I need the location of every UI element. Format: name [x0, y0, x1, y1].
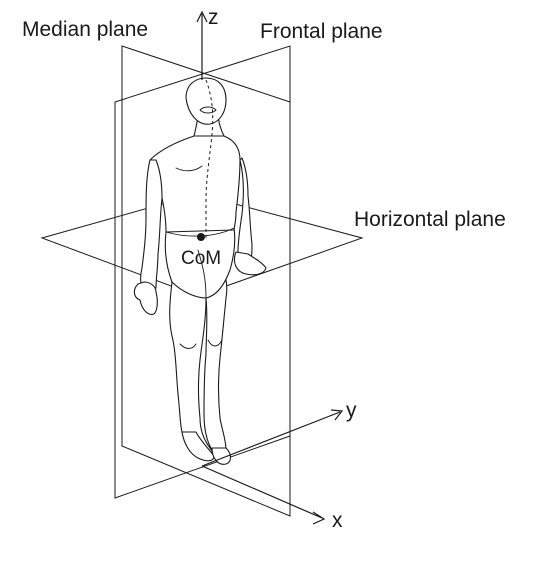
median-plane-shape [121, 45, 291, 517]
right-hand [233, 251, 267, 276]
head [185, 77, 227, 125]
x-axis-arrowhead [312, 511, 326, 525]
horizontal-plane-label: Horizontal plane [354, 208, 506, 231]
left-arm [139, 159, 163, 289]
left-hand [133, 281, 158, 315]
y-axis-line [201, 411, 341, 467]
knee-detail-left [179, 343, 197, 349]
median-plane-label: Median plane [22, 18, 148, 41]
y-axis-arrowhead [330, 409, 344, 421]
com-marker [197, 233, 205, 241]
frontal-plane-label: Frontal plane [260, 20, 383, 43]
com-label: CoM [181, 248, 221, 269]
z-axis-label: z [208, 6, 219, 29]
human-figure [133, 77, 267, 465]
left-foot [181, 431, 215, 462]
x-axis-label: x [332, 509, 343, 532]
torso [149, 132, 241, 233]
z-axis [196, 10, 208, 80]
x-axis-line [201, 465, 323, 519]
y-axis [201, 409, 344, 467]
z-axis-arrowhead [196, 10, 208, 23]
ear-detail [199, 106, 217, 114]
x-axis [201, 465, 326, 525]
crotch-detail [197, 249, 207, 299]
y-axis-label: y [346, 399, 357, 422]
chest-detail [175, 165, 203, 172]
knee-detail-right [207, 339, 223, 347]
